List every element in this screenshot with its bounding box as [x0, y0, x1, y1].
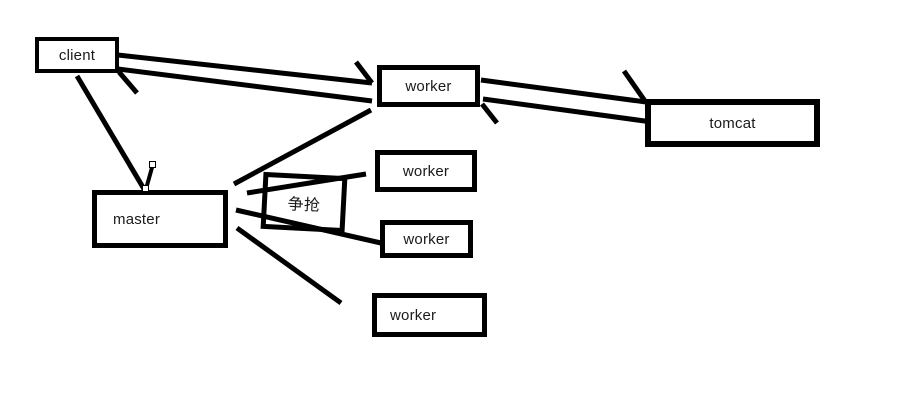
- selection-handle-bottom[interactable]: [142, 185, 149, 192]
- node-worker-mid-upper-label: worker: [402, 162, 450, 180]
- edge-worker-to-client-line: [117, 66, 373, 104]
- edge-worker-to-tomcat-line: [480, 77, 647, 105]
- node-client-label: client: [58, 46, 96, 64]
- edge-client-to-worker-line: [117, 52, 373, 86]
- node-worker-top-label: worker: [405, 77, 452, 95]
- edge-master-to-worker-mid-lower-line: [235, 207, 382, 246]
- edge-master-to-worker-bottom-line: [235, 225, 343, 306]
- node-worker-mid-lower-label: worker: [403, 230, 450, 248]
- edge-client-to-worker-arrowhead: [354, 60, 374, 85]
- edge-worker-to-client-arrowhead: [117, 70, 139, 95]
- node-worker-bottom: worker: [372, 293, 487, 337]
- node-scramble-annotation: 争抢: [260, 171, 348, 234]
- edge-master-to-worker-mid-upper-line: [246, 171, 367, 196]
- node-client: client: [35, 37, 119, 73]
- edge-worker-to-tomcat-arrowhead: [621, 69, 648, 103]
- node-worker-mid-lower: worker: [380, 220, 473, 258]
- edge-client-to-master-line: [74, 74, 147, 191]
- edge-tomcat-to-worker-arrowhead: [480, 102, 499, 125]
- edge-master-to-worker-top-line: [232, 107, 373, 187]
- edge-tomcat-to-worker-line: [482, 96, 653, 125]
- node-scramble-label: 争抢: [287, 195, 321, 215]
- node-master: master: [92, 190, 228, 248]
- node-tomcat-label: tomcat: [709, 114, 756, 132]
- node-worker-top: worker: [377, 65, 480, 107]
- node-worker-mid-upper: worker: [375, 150, 477, 192]
- node-worker-bottom-label: worker: [390, 306, 437, 324]
- edge-client-to-master-arrowhead: [144, 163, 155, 190]
- selection-handle-top[interactable]: [149, 161, 156, 168]
- node-tomcat: tomcat: [645, 99, 820, 147]
- node-master-label: master: [113, 210, 161, 228]
